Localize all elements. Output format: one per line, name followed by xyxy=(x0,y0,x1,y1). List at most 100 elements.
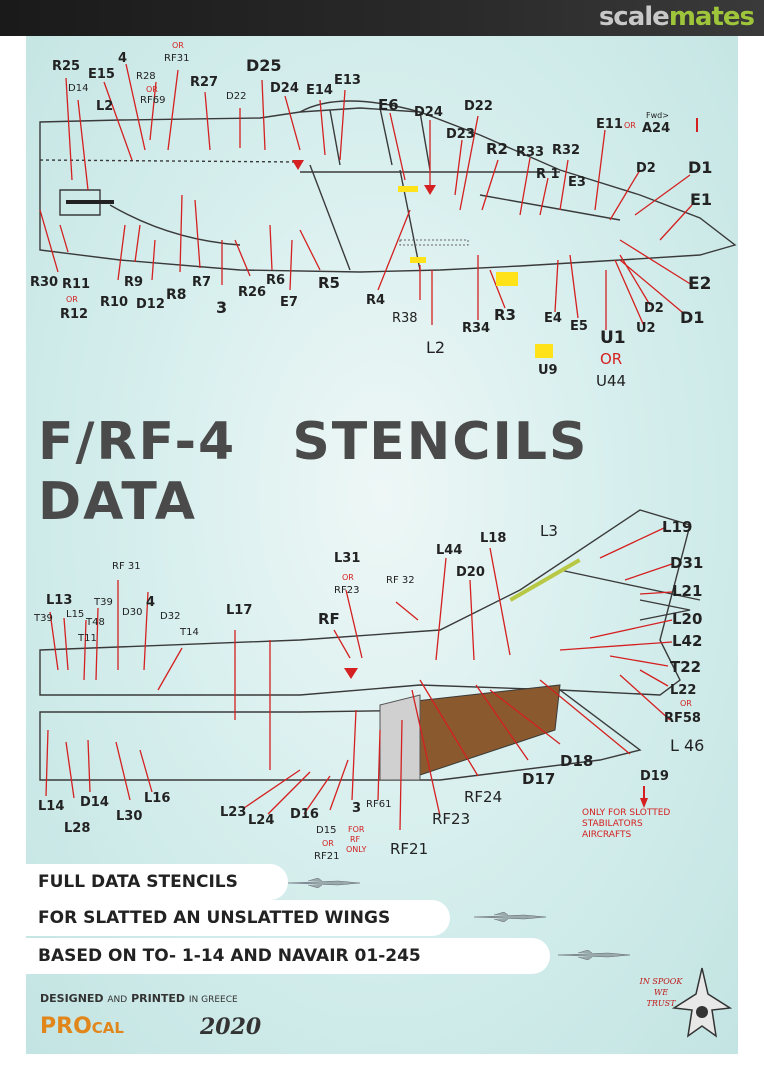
stencil-label: E3 xyxy=(568,175,586,190)
stencil-label: D24 xyxy=(270,81,299,96)
stencil-label: OR xyxy=(146,85,158,94)
stencil-label: L17 xyxy=(226,603,253,618)
stencil-label: E11 xyxy=(596,117,623,132)
stencil-label: L22 xyxy=(670,683,697,698)
stencil-label: L2 xyxy=(96,99,114,114)
stencil-label: D23 xyxy=(446,127,475,142)
top-banner: scalemates xyxy=(0,0,764,36)
stencil-label: R25 xyxy=(52,59,81,74)
stencil-label: E6 xyxy=(378,96,399,114)
stencil-label: RF21 xyxy=(390,840,429,858)
stencil-label: D25 xyxy=(246,56,282,75)
page-title: F/RF-4 STENCILS DATA xyxy=(38,412,589,532)
stencil-label: R30 xyxy=(30,275,59,290)
stencil-label: U2 xyxy=(636,321,656,336)
stencil-label: R7 xyxy=(192,275,212,290)
procal-main: PRO xyxy=(40,1014,92,1039)
procal-sub: CAL xyxy=(91,1019,124,1037)
stencil-label: L2 xyxy=(426,338,446,357)
stencil-label: D2 xyxy=(636,161,656,176)
stencil-label: U9 xyxy=(538,363,558,378)
stencil-label: OR xyxy=(680,699,692,708)
jet-silhouette-icon xyxy=(558,950,630,960)
stencil-label: E2 xyxy=(688,274,712,294)
stencil-label: Fwd> xyxy=(646,111,669,120)
stencil-label: R34 xyxy=(462,321,491,336)
stencil-label: OR xyxy=(172,41,184,50)
stencil-label: 4 xyxy=(118,51,128,66)
stencil-label: L21 xyxy=(672,582,703,600)
stencil-label: L23 xyxy=(220,805,247,820)
stencil-label: L14 xyxy=(38,799,65,814)
stencil-label: L 46 xyxy=(670,736,705,755)
stencil-label: RF 31 xyxy=(112,561,141,572)
stencil-label: RF21 xyxy=(314,851,340,862)
bottom-aircraft-profile xyxy=(39,509,701,831)
feature-text: FOR SLATTED AN UNSLATTED WINGS xyxy=(38,908,391,928)
stencil-label: D19 xyxy=(640,769,669,784)
feature-banner-2: FOR SLATTED AN UNSLATTED WINGS xyxy=(26,900,450,936)
yellow-stencil-u9 xyxy=(535,344,553,358)
jet-silhouette-icon xyxy=(288,878,360,888)
stencil-label: L3 xyxy=(540,522,558,540)
stencil-label: T39 xyxy=(94,597,113,608)
in-greece-word: IN GREECE xyxy=(188,995,238,1005)
stencil-label: L30 xyxy=(116,809,143,824)
stencil-label: A24 xyxy=(642,121,671,136)
top-aircraft-profile xyxy=(39,63,737,330)
and-word: AND xyxy=(107,995,128,1005)
stencil-label: RF31 xyxy=(164,53,190,64)
stencil-label: R2 xyxy=(486,140,508,158)
stencil-label: T22 xyxy=(670,658,702,676)
stencil-label: D14 xyxy=(68,83,89,94)
stencil-label: L42 xyxy=(672,632,703,650)
stencil-label: R5 xyxy=(318,274,340,292)
stencil-label: E7 xyxy=(280,295,298,310)
brand-part-1: scale xyxy=(598,2,670,32)
stencil-label: RF24 xyxy=(464,788,503,806)
stencil-label: L44 xyxy=(436,543,463,558)
stencil-label: RF23 xyxy=(432,810,471,828)
yellow-stencil-small xyxy=(398,186,418,192)
stencil-label: U44 xyxy=(596,372,627,390)
stencil-label: R8 xyxy=(166,287,187,303)
stencil-label: E14 xyxy=(306,83,333,98)
stencil-label: D1 xyxy=(680,308,705,327)
stencil-label: D24 xyxy=(414,105,443,120)
stencil-label: E13 xyxy=(334,73,361,88)
feature-banner-3: BASED ON TO- 1-14 AND NAVAIR 01-245 xyxy=(26,938,550,974)
stencil-label: 4 xyxy=(146,595,156,610)
stencil-label: R 1 xyxy=(536,167,560,182)
stencil-label: L20 xyxy=(672,610,703,628)
stencil-label: RF58 xyxy=(664,711,701,726)
spook-motto: IN SPOOK WE TRUST xyxy=(630,976,692,1009)
designed-word: DESIGNED xyxy=(40,992,104,1005)
stencil-label: 3 xyxy=(216,298,228,317)
stencil-label: D22 xyxy=(226,91,247,102)
motto-line: IN SPOOK xyxy=(639,977,683,986)
stencil-label: FOR xyxy=(348,825,365,834)
stencil-label: R26 xyxy=(238,285,267,300)
jet-silhouette-icon xyxy=(474,912,546,922)
stencil-label: R33 xyxy=(516,145,545,160)
feature-text: BASED ON TO- 1-14 AND NAVAIR 01-245 xyxy=(38,946,421,966)
stencil-label: T14 xyxy=(180,627,199,638)
site-brand-logo[interactable]: scalemates xyxy=(598,2,755,32)
stencil-label: L18 xyxy=(480,531,507,546)
stencil-label: RF23 xyxy=(334,585,360,596)
stencil-label: D30 xyxy=(166,27,187,38)
stencil-label: D12 xyxy=(136,297,165,312)
stencil-label: L13 xyxy=(46,593,73,608)
stencil-label: R4 xyxy=(366,293,386,308)
stencil-label: L19 xyxy=(662,518,693,536)
stencil-label: L31 xyxy=(334,551,361,566)
yellow-stencil-r38 xyxy=(410,257,426,263)
slotted-stabilator-note: ONLY FOR SLOTTED STABILATORS AIRCRAFTS xyxy=(582,808,671,840)
stencil-label: R32 xyxy=(552,143,581,158)
stencil-label: RF xyxy=(318,610,340,628)
stencil-label: D1 xyxy=(688,158,713,177)
stencil-label: E5 xyxy=(570,319,588,334)
stencil-label: T11 xyxy=(78,633,97,644)
motto-line: TRUST xyxy=(646,999,676,1008)
stencil-label: L16 xyxy=(144,791,171,806)
